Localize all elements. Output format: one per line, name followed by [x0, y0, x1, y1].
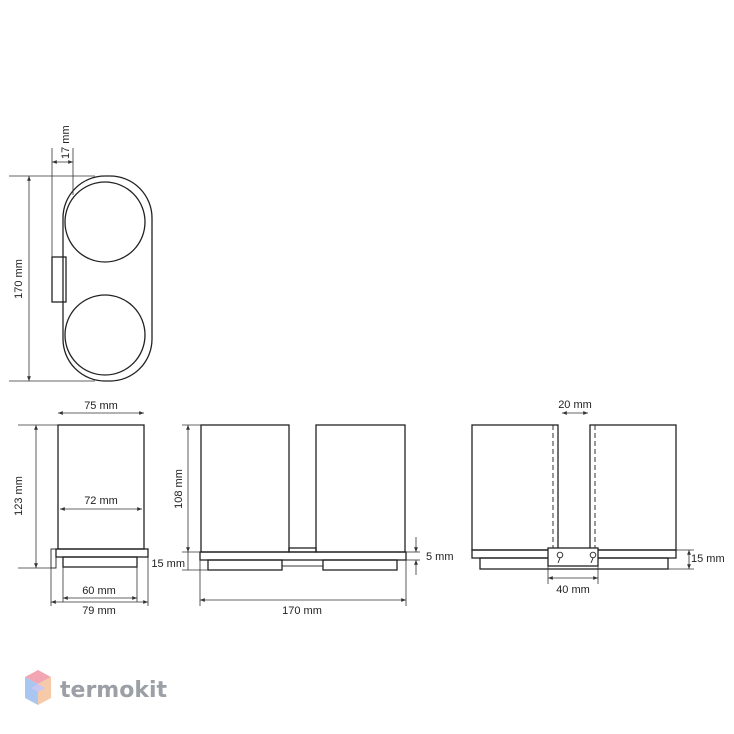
side-view-base-inner-label: 60 mm: [82, 585, 116, 597]
back-view-screw-icon-left: [556, 551, 564, 564]
side-view-glass: [57, 424, 145, 550]
front-view-glass-right: [315, 424, 406, 553]
top-view: 17 mm 170 mm: [9, 125, 153, 382]
front-view: 108 mm 15 mm 5 mm 170 mm: [151, 424, 454, 617]
front-view-base-plate: [199, 551, 407, 561]
back-view-glass-left: [471, 424, 559, 551]
front-view-foot-left: [207, 559, 283, 571]
top-view-depth-label: 17 mm: [60, 125, 72, 159]
side-view: 75 mm 72 mm 123 mm 60 mm 79 mm: [13, 400, 149, 617]
side-view-wall-mount: [50, 548, 57, 569]
back-view-mount-label: 40 mm: [556, 584, 590, 596]
front-view-foot-right: [322, 559, 398, 571]
front-view-base-height-label: 15 mm: [151, 558, 185, 570]
side-view-glass-width-label: 72 mm: [84, 495, 118, 507]
termokit-logo: termokit: [25, 670, 167, 705]
side-view-height-label: 123 mm: [13, 476, 25, 516]
side-view-top-width-label: 75 mm: [84, 400, 118, 412]
top-view-glass-upper: [64, 181, 146, 263]
side-view-base-plate: [55, 548, 149, 558]
front-view-glass-height-label: 108 mm: [173, 469, 185, 509]
top-view-glass-lower: [64, 294, 146, 376]
side-view-base-outer-label: 79 mm: [82, 605, 116, 617]
front-view-glass-left: [200, 424, 290, 553]
front-view-total-width-label: 170 mm: [282, 605, 322, 617]
back-view-glass-right: [589, 424, 677, 551]
cube-logo-icon: [25, 670, 51, 705]
back-view-screw-icon-right: [589, 551, 597, 564]
front-view-plate-label: 5 mm: [426, 551, 454, 563]
back-view-base-label: 15 mm: [691, 553, 725, 565]
top-view-wall-mount: [51, 256, 67, 303]
back-view: 20 mm 40 mm 15 mm: [471, 399, 725, 596]
top-view-outline: [62, 175, 153, 382]
front-view-foot-center: [281, 559, 324, 567]
side-view-base-foot: [62, 556, 138, 568]
top-view-length-label: 170 mm: [13, 259, 25, 299]
brand-name: termokit: [60, 678, 167, 703]
back-view-gap-label: 20 mm: [558, 399, 592, 411]
